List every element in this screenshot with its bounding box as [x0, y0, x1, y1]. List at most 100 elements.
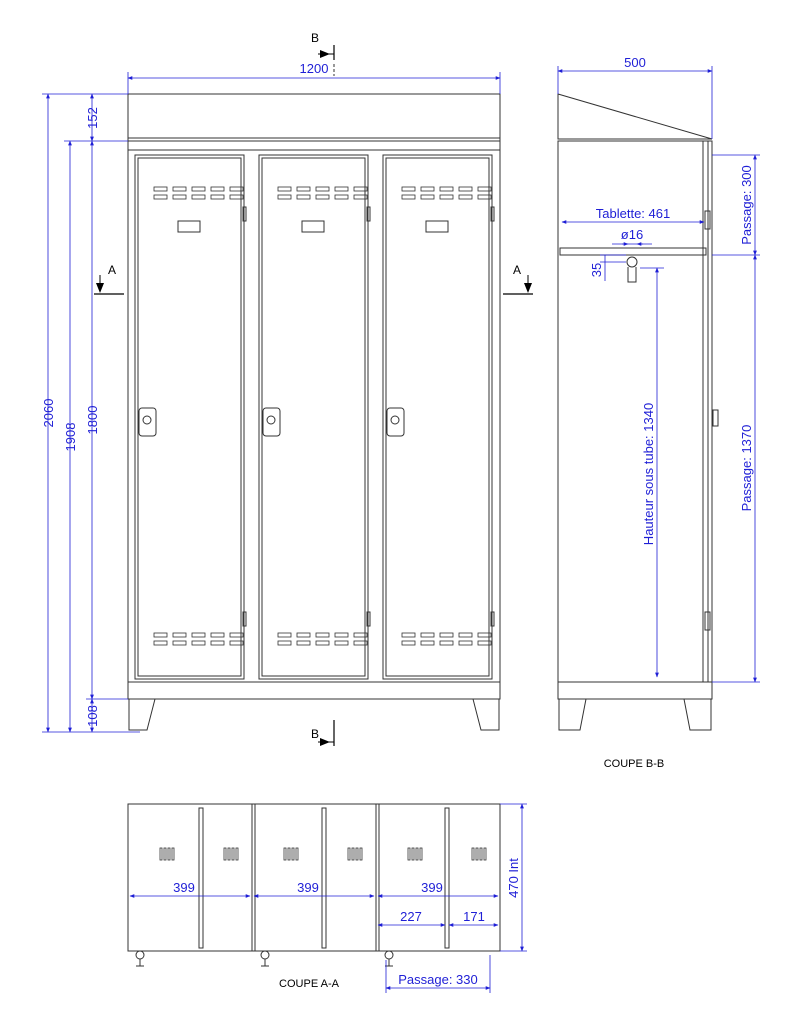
vent-slot: [477, 640, 492, 646]
vent-slot: [353, 632, 368, 638]
vent-slot: [153, 194, 168, 200]
partition: [198, 807, 204, 949]
section-a-left-label: A: [108, 263, 116, 277]
section-bb-title: COUPE B-B: [604, 758, 665, 770]
vent-slot: [296, 632, 311, 638]
door-passage-label: Passage: 330: [398, 972, 478, 987]
plan-vent-slot: [347, 847, 351, 861]
vent-slot: [172, 632, 187, 638]
section-a-right-label: A: [513, 263, 521, 277]
shelf: [559, 247, 707, 256]
plinth: [127, 681, 501, 700]
vent-slot: [401, 632, 416, 638]
shelf-label: Tablette: 461: [596, 206, 670, 221]
vent-slot: [172, 640, 187, 646]
vent-slot: [334, 640, 349, 646]
lock: [138, 407, 157, 437]
vent-slot: [353, 186, 368, 192]
plan-vent-slot: [171, 847, 175, 861]
door-3: [382, 154, 493, 680]
vent-slot: [458, 194, 473, 200]
vent-slot: [191, 186, 206, 192]
plan-vent-slot: [355, 847, 359, 861]
vent-slot: [229, 632, 244, 638]
section-aa-title: COUPE A-A: [279, 978, 340, 990]
vent-slot: [191, 640, 206, 646]
vent-slot: [277, 194, 292, 200]
vent-slot: [439, 194, 454, 200]
door-2: [258, 154, 369, 680]
vent-slot: [439, 632, 454, 638]
plan-vent-slot: [351, 847, 355, 861]
plan-vent-slot: [407, 847, 411, 861]
vent-slot: [353, 640, 368, 646]
vent-slot: [210, 186, 225, 192]
vent-slot: [153, 186, 168, 192]
vent-slot: [229, 186, 244, 192]
left-foot: [128, 698, 156, 731]
vent-slot: [420, 640, 435, 646]
vent-slot: [439, 186, 454, 192]
vent-slot: [334, 186, 349, 192]
plan-vent-slot: [295, 847, 299, 861]
body-height-label: 1908: [63, 423, 78, 452]
vent-slot: [334, 632, 349, 638]
label-holder: [177, 220, 201, 233]
vent-slot: [277, 632, 292, 638]
plan-vent-slot: [163, 847, 167, 861]
compartment-width-label: 399: [297, 880, 319, 895]
vent-slot: [315, 640, 330, 646]
vent-slot: [315, 632, 330, 638]
plan-vent-slot: [411, 847, 415, 861]
left-part-label: 227: [400, 909, 422, 924]
vent-slot: [210, 640, 225, 646]
vent-slot: [477, 632, 492, 638]
plan-vent-slot: [291, 847, 295, 861]
compartment-width-label: 399: [421, 880, 443, 895]
plan-vent-slot: [287, 847, 291, 861]
vent-slot: [229, 640, 244, 646]
lower-passage-label: Passage: 1370: [739, 425, 754, 512]
vent-slot: [477, 186, 492, 192]
vent-slot: [420, 186, 435, 192]
vent-slot: [296, 186, 311, 192]
vent-slot: [229, 194, 244, 200]
front-dimension-labels: 1200 2060 1908 1800 152 108: [41, 61, 328, 727]
vent-slot: [420, 194, 435, 200]
tube-height-label: Hauteur sous tube: 1340: [641, 403, 656, 545]
vent-slot: [315, 194, 330, 200]
depth-label: 500: [624, 55, 646, 70]
vent-slot: [458, 186, 473, 192]
plan-vent-slot: [231, 847, 235, 861]
plan-outline: [127, 803, 501, 952]
door-1: [134, 154, 245, 680]
plan-vent-slot: [419, 847, 423, 861]
vent-slot: [401, 640, 416, 646]
tube-offset-label: 35: [589, 263, 604, 277]
vent-slot: [210, 632, 225, 638]
vent-slot: [153, 632, 168, 638]
right-part-label: 171: [463, 909, 485, 924]
plan-vent-slot: [415, 847, 419, 861]
plan-dimension-labels: 399 399 399 227 171 470 Int Passage: 330…: [173, 858, 521, 990]
vent-slot: [401, 194, 416, 200]
plan-vent-slot: [167, 847, 171, 861]
plan-vent-slot: [227, 847, 231, 861]
plan-vent-slot: [223, 847, 227, 861]
vent-slot: [458, 632, 473, 638]
top-height-label: 152: [85, 107, 100, 129]
sloped-roof: [557, 93, 713, 140]
section-b-bottom-label: B: [311, 727, 319, 741]
plan-vent-slot: [471, 847, 475, 861]
door-height-label: 1800: [85, 406, 100, 435]
vent-slot: [420, 632, 435, 638]
vent-slot: [210, 194, 225, 200]
hanging-tube: [626, 256, 638, 268]
front-dimensions: [42, 72, 501, 733]
vent-slot: [315, 186, 330, 192]
right-foot: [472, 698, 500, 731]
section-b-top-label: B: [311, 31, 319, 45]
vent-slot: [334, 194, 349, 200]
tube-diameter-label: ø16: [621, 227, 643, 242]
